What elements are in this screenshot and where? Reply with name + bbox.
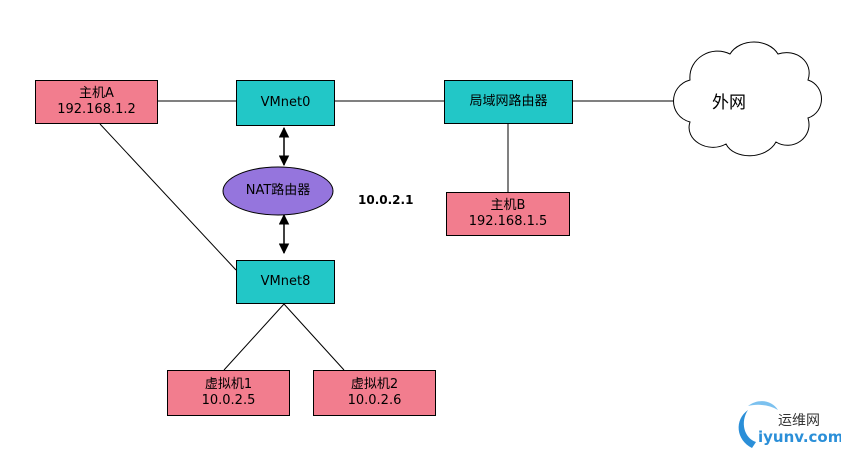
vm1: 虚拟机1 10.0.2.5 xyxy=(167,370,290,416)
host-b-ip: 192.168.1.5 xyxy=(468,214,548,229)
vmnet0: VMnet0 xyxy=(236,80,335,126)
watermark-cn: 运维网 xyxy=(778,413,820,429)
lan-router-name: 局域网路由器 xyxy=(469,94,548,109)
host-a: 主机A 192.168.1.2 xyxy=(35,80,158,124)
nat-router-shape xyxy=(222,166,334,216)
lan-router: 局域网路由器 xyxy=(444,80,573,124)
watermark-logo-icon xyxy=(738,401,778,448)
watermark-url: iyunv.com xyxy=(758,428,841,446)
internet-cloud-shape xyxy=(673,41,822,157)
vm2-name: 虚拟机2 xyxy=(350,377,399,392)
nat-router-name: NAT路由器 xyxy=(245,183,311,198)
nat-router: NAT路由器 xyxy=(223,167,333,215)
vm2-ip: 10.0.2.6 xyxy=(347,393,402,408)
link-hosta-vmnet8 xyxy=(99,123,237,271)
host-b: 主机B 192.168.1.5 xyxy=(446,192,570,236)
vm2: 虚拟机2 10.0.2.6 xyxy=(313,370,436,416)
vmnet8: VMnet8 xyxy=(236,260,335,304)
internet-label: 外网 xyxy=(712,93,746,113)
host-a-name: 主机A xyxy=(79,86,114,101)
host-b-name: 主机B xyxy=(490,198,526,213)
link-vmnet8-vm2 xyxy=(283,303,345,371)
vm1-ip: 10.0.2.5 xyxy=(201,393,256,408)
vm1-name: 虚拟机1 xyxy=(204,377,253,392)
vmnet0-name: VMnet0 xyxy=(260,95,311,110)
nat-ip-label: 10.0.2.1 xyxy=(358,193,414,207)
host-a-ip: 192.168.1.2 xyxy=(57,102,136,117)
vmnet8-name: VMnet8 xyxy=(260,274,311,289)
link-vmnet8-vm1 xyxy=(223,303,285,371)
